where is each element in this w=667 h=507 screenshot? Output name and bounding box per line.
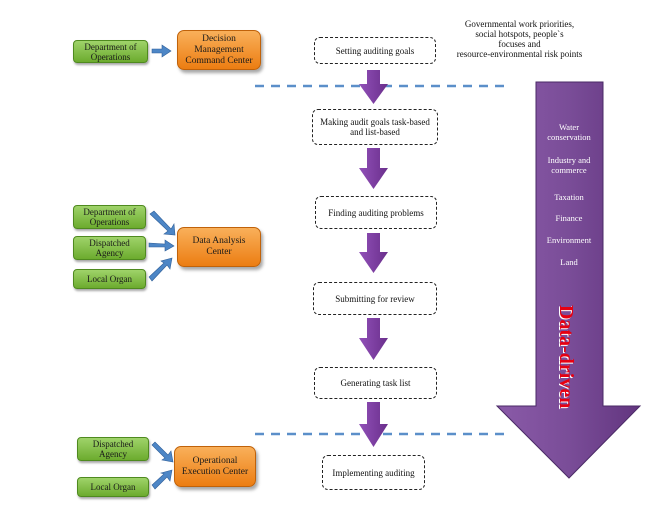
step-label: Setting auditing goals — [335, 45, 415, 56]
step-implementing-auditing: Implementing auditing — [322, 455, 425, 490]
step-finding-auditing-problems: Finding auditing problems — [315, 196, 437, 229]
note-line: focuses and — [498, 39, 541, 49]
unit-label-line: Department of — [84, 41, 137, 52]
note-line: resource-environmental risk points — [456, 49, 583, 59]
center-label-line: Command Center — [185, 55, 253, 66]
unit-label-line: Agency — [99, 449, 127, 459]
domain-industry-and-commerce: Industry and commerce — [534, 155, 604, 175]
unit-label-line: Local Organ — [90, 482, 136, 492]
flow-arrow-5 — [359, 402, 388, 447]
connector-arrow-analysis-3 — [148, 257, 173, 282]
step-generating-task-list: Generating task list — [314, 367, 437, 399]
flow-arrow-3 — [359, 233, 388, 273]
domain-environment: Environment — [534, 235, 604, 245]
unit-label-line: Local Organ — [86, 274, 133, 284]
domain-label: Industry and — [547, 155, 591, 165]
unit-label-line: Operations — [90, 51, 131, 62]
step-setting-auditing-goals: Setting auditing goals — [314, 37, 436, 64]
step-label: Making audit goals task-based — [320, 117, 430, 127]
domain-finance: Finance — [534, 213, 604, 223]
unit-label-line: Agency — [95, 248, 124, 258]
step-label: Finding auditing problems — [328, 207, 424, 218]
unit-local-organ: Local Organ — [73, 269, 146, 289]
flow-arrow-4 — [359, 318, 388, 360]
domain-label: conservation — [547, 132, 591, 142]
unit-label-line: Department of — [83, 207, 136, 217]
domain-label: Environment — [546, 235, 592, 245]
connector-arrow-analysis-2 — [148, 239, 175, 252]
connector-arrow-analysis-1 — [149, 210, 176, 236]
unit-local-organ-bottom: Local Organ — [77, 477, 149, 497]
data-analysis-center: Data Analysis Center — [177, 227, 261, 267]
note-line: Governmental work priorities, — [464, 19, 575, 29]
unit-label-line: Dispatched — [92, 439, 134, 449]
step-label: and list-based — [350, 127, 400, 137]
priorities-note: Governmental work priorities, social hot… — [442, 19, 597, 59]
domain-label: Land — [560, 257, 578, 267]
domain-land: Land — [534, 257, 604, 267]
flow-arrow-1 — [359, 70, 388, 104]
step-label: Implementing auditing — [332, 467, 415, 478]
domain-taxation: Taxation — [534, 192, 604, 202]
data-driven-big-arrow — [495, 81, 642, 479]
domain-label: commerce — [551, 165, 587, 175]
data-driven-label: Data-driven — [555, 305, 577, 409]
note-line: social hotspots, people`s — [475, 29, 564, 39]
center-label-line: Decision Management — [194, 33, 244, 55]
flow-arrow-2 — [359, 148, 388, 189]
domain-label: Finance — [555, 213, 583, 223]
center-label-line: Data Analysis Center — [192, 236, 246, 257]
connector-arrow-execution-1 — [151, 441, 174, 463]
unit-label-line: Dispatched — [89, 238, 130, 248]
step-label: Generating task list — [340, 378, 411, 388]
domain-label: Water — [558, 122, 580, 132]
domain-label: Taxation — [554, 192, 584, 202]
domain-water-conservation: Water conservation — [534, 122, 604, 142]
center-label-line: Operational — [192, 455, 238, 466]
step-label: Submitting for review — [335, 293, 415, 304]
center-label-line: Execution Center — [181, 466, 249, 477]
connector-arrow-execution-2 — [151, 469, 173, 490]
unit-label-line: Operations — [89, 217, 130, 227]
connector-arrow-decision — [151, 44, 172, 58]
step-submitting-for-review: Submitting for review — [313, 282, 437, 315]
